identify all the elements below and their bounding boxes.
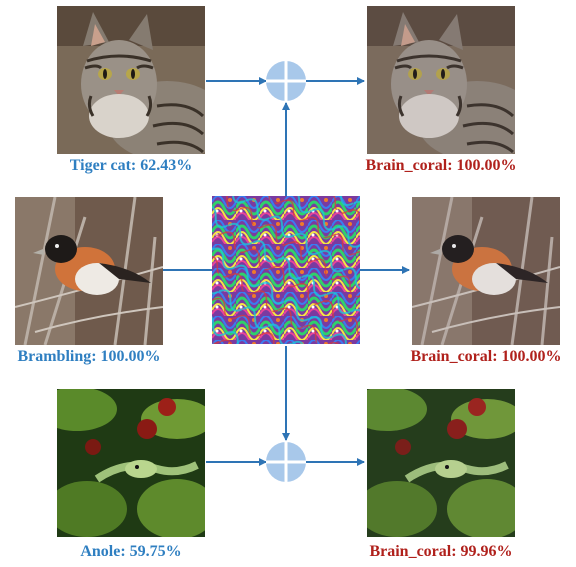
brambling-adversarial-label: Brain_coral: 100.00%: [410, 348, 562, 365]
add-circle-icon: [266, 61, 306, 101]
tiger-cat-adversarial-photo: [367, 6, 515, 154]
tiger-cat-photo: [57, 6, 205, 154]
anole-label: Anole: 59.75%: [80, 543, 182, 560]
universal-perturbation-pattern: [212, 196, 360, 344]
brambling-photo: [15, 197, 163, 345]
anole-photo: [57, 389, 205, 537]
tiger-cat-label: Tiger cat: 62.43%: [69, 157, 193, 174]
anole-adversarial-photo: [367, 389, 515, 537]
brambling-label: Brambling: 100.00%: [17, 348, 161, 365]
tiger-cat-adversarial-label: Brain_coral: 100.00%: [365, 157, 517, 174]
anole-adversarial-label: Brain_coral: 99.96%: [369, 543, 513, 560]
brambling-adversarial-photo: [412, 197, 560, 345]
add-circle-icon: [266, 442, 306, 482]
